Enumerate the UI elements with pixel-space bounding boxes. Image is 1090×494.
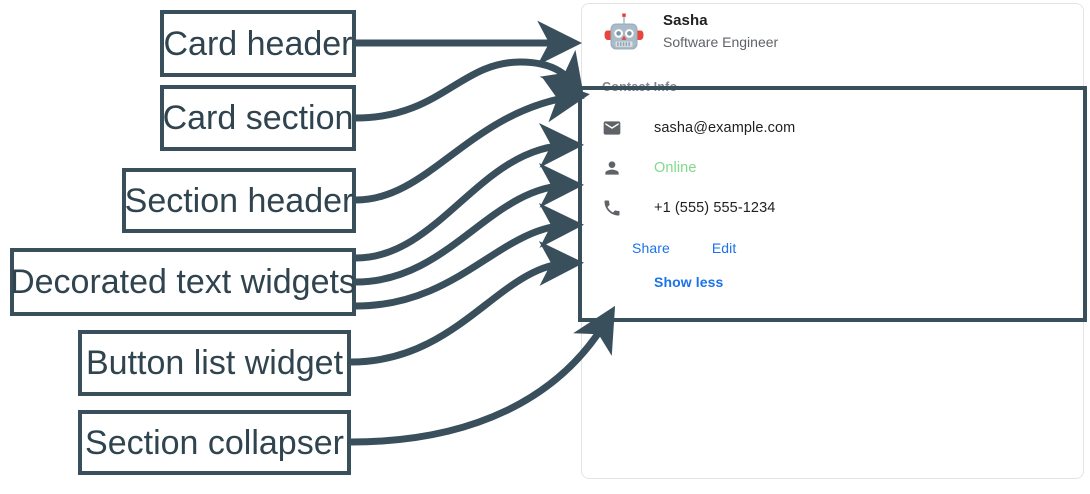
decorated-text-row-status[interactable]: Online xyxy=(602,148,1083,188)
edit-button[interactable]: Edit xyxy=(711,240,737,256)
phone-icon xyxy=(602,198,622,218)
card-header-title: Sasha xyxy=(663,12,708,29)
annotation-card-section: Card section xyxy=(160,85,356,151)
annotation-decorated-text-widgets: Decorated text widgets xyxy=(10,248,356,316)
status-value: Online xyxy=(654,160,697,176)
card-header-text: Sasha Software Engineer xyxy=(663,11,778,53)
arrow-section-header xyxy=(355,77,590,204)
arrow-button-list xyxy=(350,241,584,366)
annotation-section-header-label: Section header xyxy=(124,181,354,220)
decorated-text-row-phone[interactable]: +1 (555) 555-1234 xyxy=(602,188,1083,228)
annotation-section-header: Section header xyxy=(122,168,356,233)
arrow-decorated-email xyxy=(355,122,584,262)
annotation-card-section-label: Card section xyxy=(162,99,354,137)
arrow-card-section xyxy=(355,49,585,122)
annotation-card-header-label: Card header xyxy=(163,24,353,63)
annotation-section-collapser-label: Section collapser xyxy=(85,423,344,462)
annotation-section-collapser: Section collapser xyxy=(78,410,351,475)
annotation-button-list-widget-label: Button list widget xyxy=(85,344,344,382)
button-list-widget: Share Edit xyxy=(602,230,1083,266)
arrow-decorated-phone xyxy=(355,203,584,310)
section-collapser-row: Show less xyxy=(602,266,1083,298)
card-header-subtitle: Software Engineer xyxy=(663,34,779,50)
person-icon xyxy=(602,158,622,178)
email-icon xyxy=(602,118,622,138)
arrow-decorated-status xyxy=(355,163,584,286)
email-value: sasha@example.com xyxy=(654,120,796,136)
annotation-button-list-widget: Button list widget xyxy=(78,330,351,396)
card-header: Sasha Software Engineer xyxy=(582,4,1083,60)
show-less-button[interactable]: Show less xyxy=(654,274,724,290)
phone-value: +1 (555) 555-1234 xyxy=(654,200,776,216)
share-button[interactable]: Share xyxy=(632,240,670,256)
robot-avatar-icon xyxy=(602,10,646,54)
annotation-decorated-text-widgets-label: Decorated text widgets xyxy=(10,263,356,301)
profile-card: Sasha Software Engineer Contact Info sas… xyxy=(581,3,1084,479)
decorated-text-row-email[interactable]: sasha@example.com xyxy=(602,108,1083,148)
arrow-section-collapser xyxy=(350,305,616,446)
card-section-highlight xyxy=(578,86,1087,322)
annotation-card-header: Card header xyxy=(160,10,356,77)
